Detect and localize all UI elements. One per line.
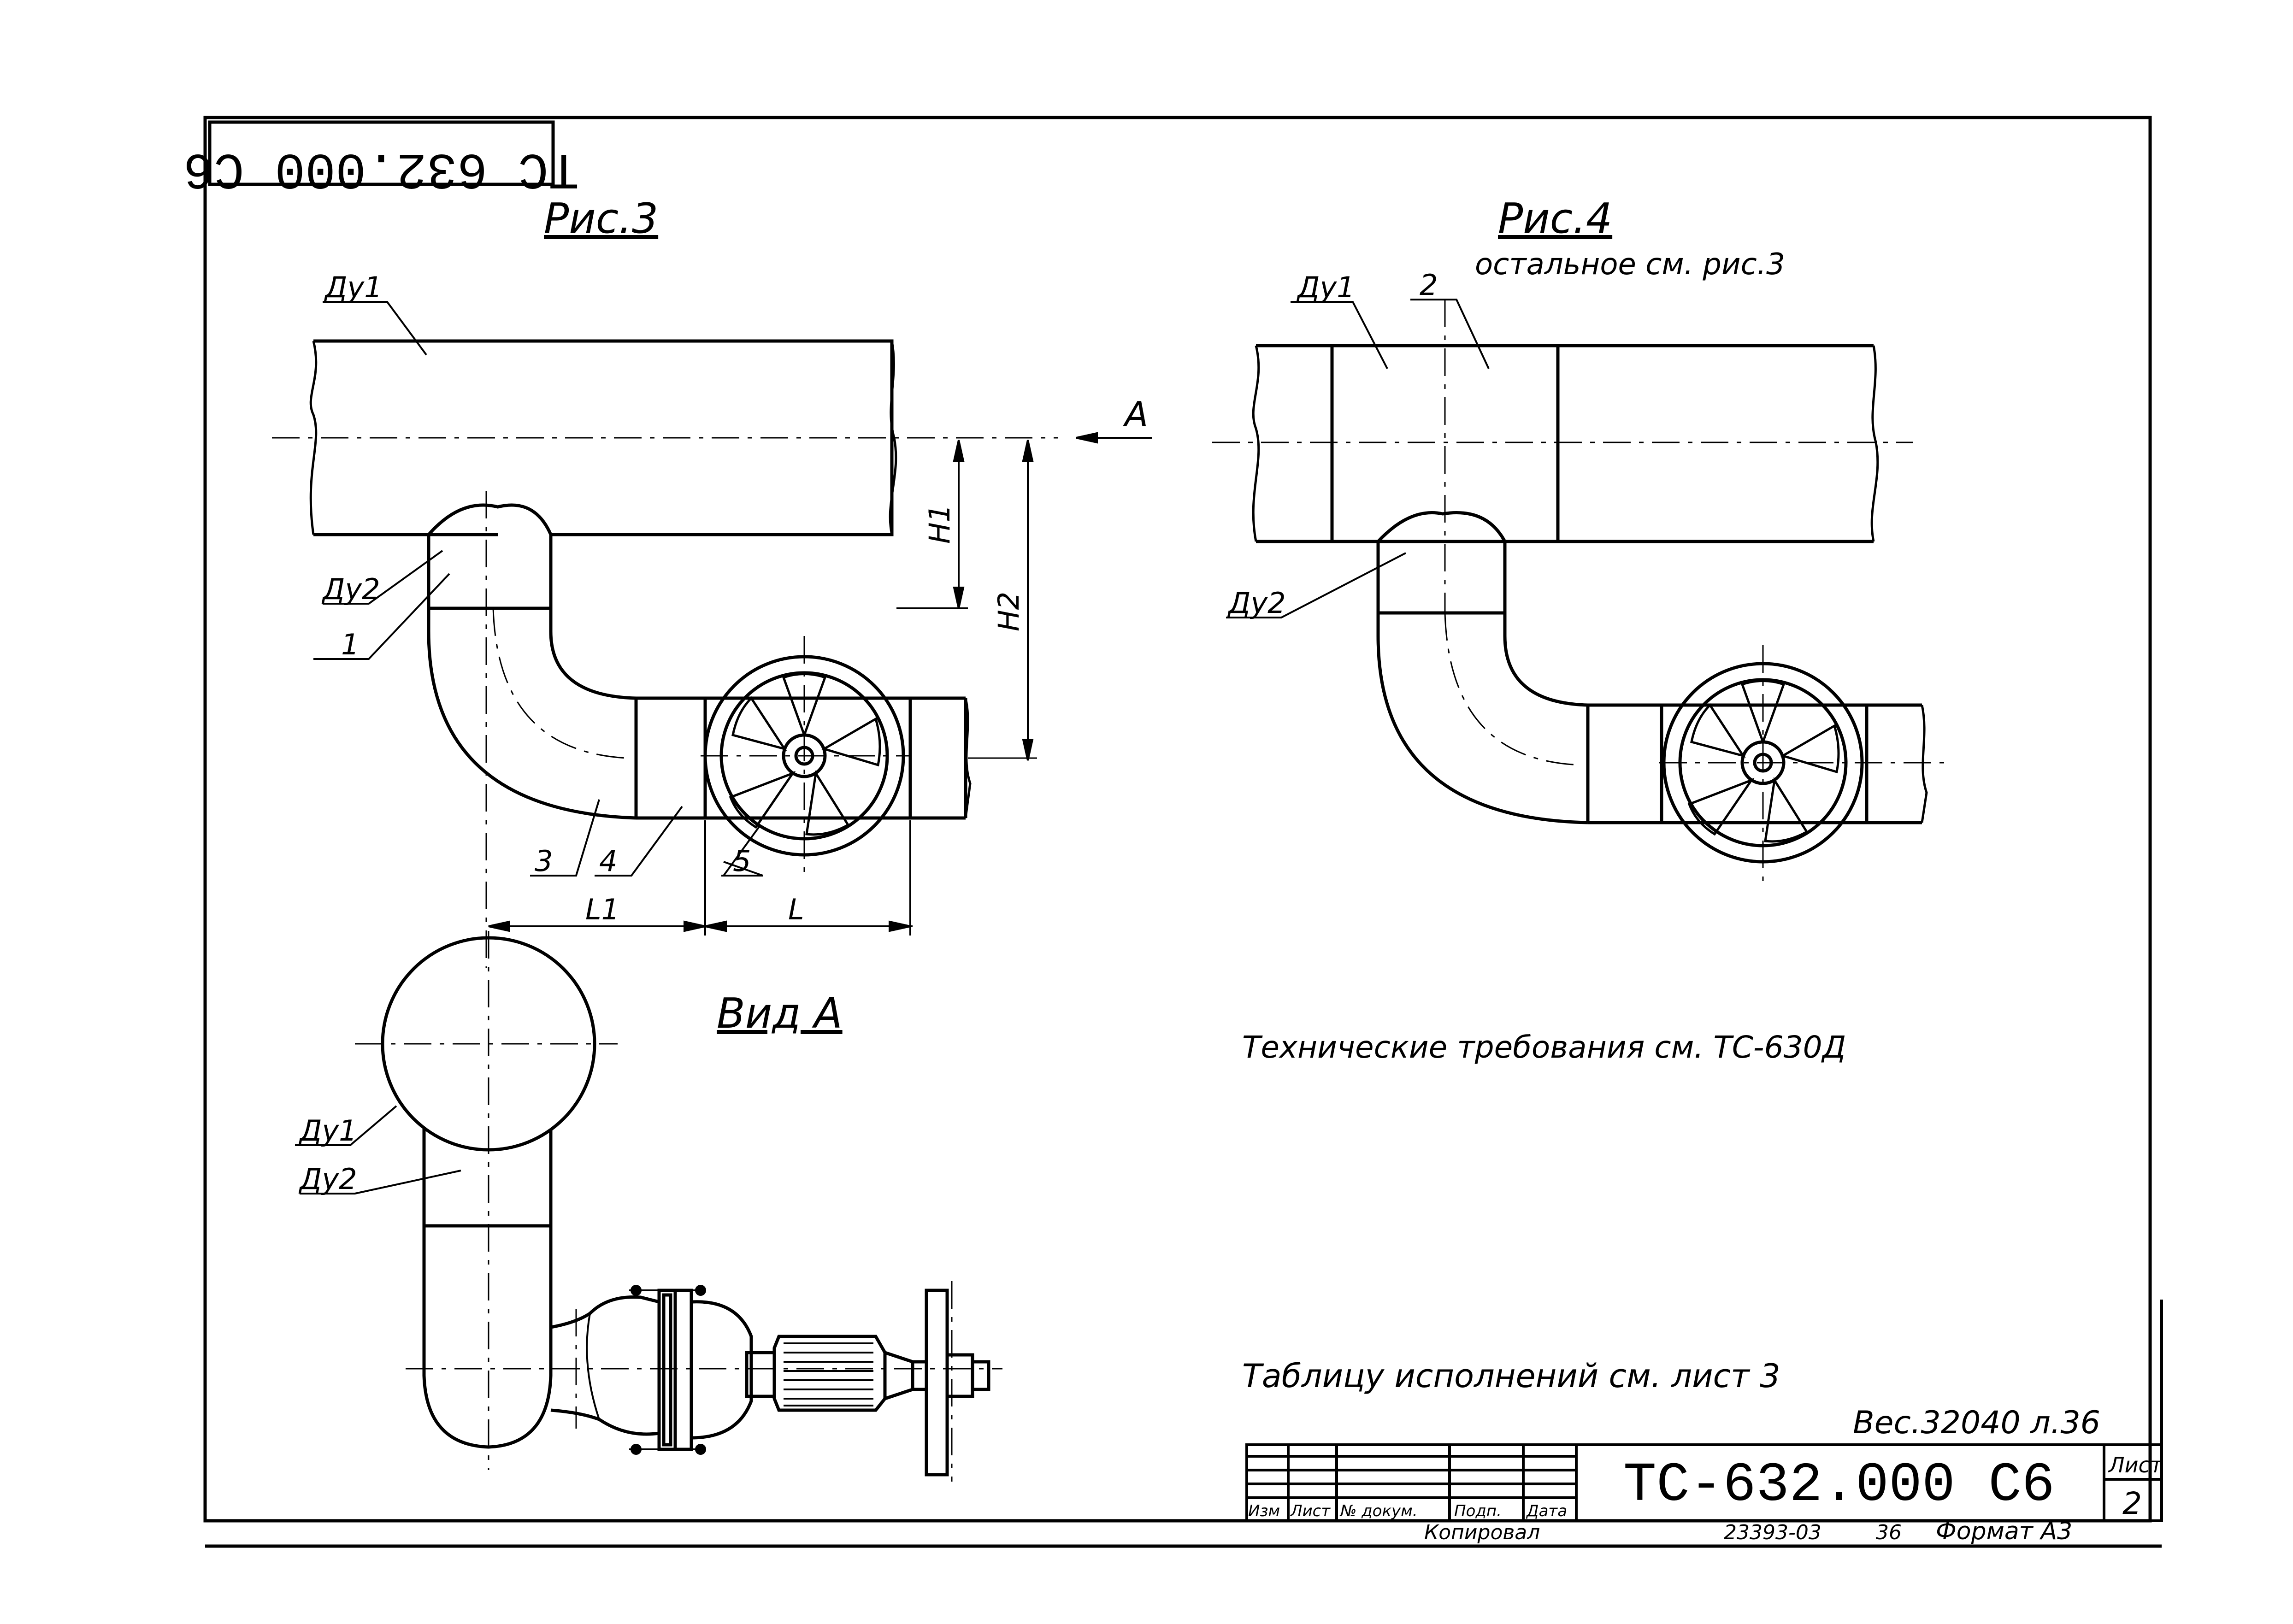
sheet-label: Лист (2108, 1453, 2163, 1477)
title-block (1245, 1300, 2163, 1522)
figure-3 (309, 339, 972, 857)
fig3-pos-1: 1 (341, 628, 359, 661)
col-sign: Подп. (1454, 1502, 1502, 1520)
col-izm: Изм (1248, 1502, 1280, 1520)
view-a-centerlines (355, 931, 1002, 1482)
fig3-view-arrow: А (1123, 394, 1148, 435)
notes: Технические требования см. ТС-630Д Табли… (1242, 1030, 1846, 1395)
figure-3-labels: Рис.3 Ду1 Ду2 1 3 4 5 L1 L H1 H2 А (321, 194, 1148, 926)
view-a-label-dy1: Ду1 (298, 1114, 357, 1147)
fig3-dim-l1: L1 (585, 893, 619, 926)
sheet-number: 2 (2122, 1486, 2142, 1521)
fig3-label-dy1: Ду1 (324, 271, 383, 304)
note-variants-table: Таблицу исполнений см. лист 3 (1242, 1357, 1780, 1395)
view-a-stem-hatching (784, 1342, 873, 1406)
inv-number: Вес.32040 л.36 (1853, 1405, 2100, 1441)
fig3-pos-4: 4 (599, 844, 617, 878)
stamp-text: ТС 632.000 С6 (183, 139, 579, 197)
figure-4 (1252, 344, 1928, 864)
fig4-label-dy2: Ду2 (1227, 586, 1286, 620)
col-list: Лист (1290, 1502, 1331, 1520)
view-a-bolts (629, 1285, 706, 1455)
col-date: Дата (1526, 1502, 1567, 1520)
figure-3-dimensions (272, 437, 1058, 968)
order-number: 23393-03 (1724, 1521, 1821, 1544)
paper-format: Формат А3 (1936, 1518, 2072, 1545)
fig4-title: Рис.4 (1498, 194, 1612, 243)
view-a-leaders (295, 1105, 461, 1194)
figure-4-leaders (1226, 299, 1490, 618)
fig3-dim-h2: H2 (992, 592, 1026, 631)
fig3-dim-l: L (788, 893, 804, 926)
fig4-label-2: 2 (1420, 268, 1438, 302)
fig3-dim-h1: H1 (923, 504, 956, 544)
order-sheet: 36 (1876, 1521, 1902, 1544)
note-tech-requirements: Технические требования см. ТС-630Д (1242, 1030, 1846, 1065)
figure-3-dim-lines (313, 301, 1152, 936)
view-a-labels: Вид А Ду1 Ду2 (298, 989, 843, 1196)
fig3-pos-5: 5 (733, 844, 751, 878)
title-block-text: Вес.32040 л.36 ТС-632.000 С6 Лист 2 Изм … (1248, 1405, 2163, 1545)
fig4-subtitle: остальное см. рис.3 (1475, 247, 1785, 282)
fig4-label-dy1: Ду1 (1296, 271, 1355, 304)
figure-4-centerlines (1212, 300, 1950, 885)
view-a-title: Вид А (717, 989, 843, 1038)
fig3-label-dy2: Ду2 (321, 572, 380, 606)
col-doc: № докум. (1339, 1502, 1418, 1520)
fig3-pos-3: 3 (535, 844, 553, 878)
figure-4-labels: Рис.4 остальное см. рис.3 Ду1 2 Ду2 (1227, 194, 1785, 620)
stamp: ТС 632.000 С6 (183, 120, 579, 197)
sheet-frame (203, 116, 2162, 1548)
drawing-designation: ТС-632.000 С6 (1623, 1454, 2055, 1517)
view-a-label-dy2: Ду2 (298, 1162, 357, 1196)
copied-by: Копировал (1424, 1521, 1540, 1544)
fig3-title: Рис.3 (544, 194, 658, 243)
view-a (381, 936, 990, 1477)
